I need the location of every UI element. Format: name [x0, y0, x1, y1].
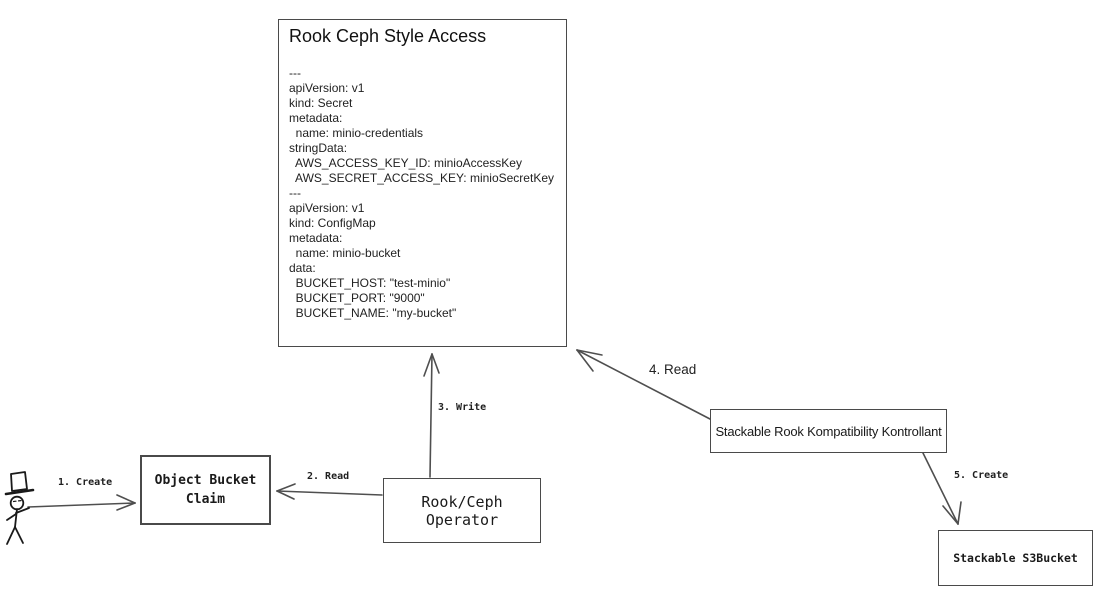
arrow-5-create — [922, 452, 962, 525]
rook-ceph-style-access-box: Rook Ceph Style Access --- apiVersion: v… — [278, 19, 567, 347]
arrow-label-5-create: 5. Create — [954, 470, 1009, 481]
arrow-label-4-read: 4. Read — [649, 362, 697, 377]
arrow-3-write — [423, 353, 440, 478]
node-label: Stackable Rook Kompatibility Kontrollant — [715, 423, 942, 439]
box-title: Rook Ceph Style Access — [289, 26, 487, 46]
arrow-label-1-create: 1. Create — [58, 477, 113, 488]
arrow-label-2-read: 2. Read — [307, 471, 350, 482]
arrow-4-read — [576, 349, 711, 420]
top-hat-crown — [10, 471, 28, 492]
stackable-s3bucket-box: Stackable S3Bucket — [938, 530, 1093, 586]
arrow-label-3-write: 3. Write — [438, 402, 487, 413]
right-leg — [14, 526, 24, 544]
actor-stick-figure-icon — [4, 471, 35, 545]
top-hat-brim — [4, 488, 35, 496]
node-label: Object Bucket Claim — [154, 473, 257, 507]
left-arm — [6, 513, 17, 521]
yaml-manifests: --- apiVersion: v1 kind: Secret metadata… — [289, 66, 554, 320]
stackable-rook-kompatibility-kontrollant-box: Stackable Rook Kompatibility Kontrollant — [710, 409, 947, 453]
arrow-2-read — [276, 483, 383, 500]
node-label: Stackable S3Bucket — [953, 551, 1078, 565]
right-arm — [15, 507, 30, 514]
rook-ceph-operator-box: Rook/Ceph Operator — [383, 478, 541, 543]
head — [9, 495, 25, 511]
arrow-1-create — [27, 494, 136, 511]
body — [14, 508, 18, 528]
node-label: Rook/Ceph Operator — [421, 492, 503, 529]
object-bucket-claim-box: Object Bucket Claim — [140, 455, 271, 525]
left-leg — [6, 526, 16, 545]
